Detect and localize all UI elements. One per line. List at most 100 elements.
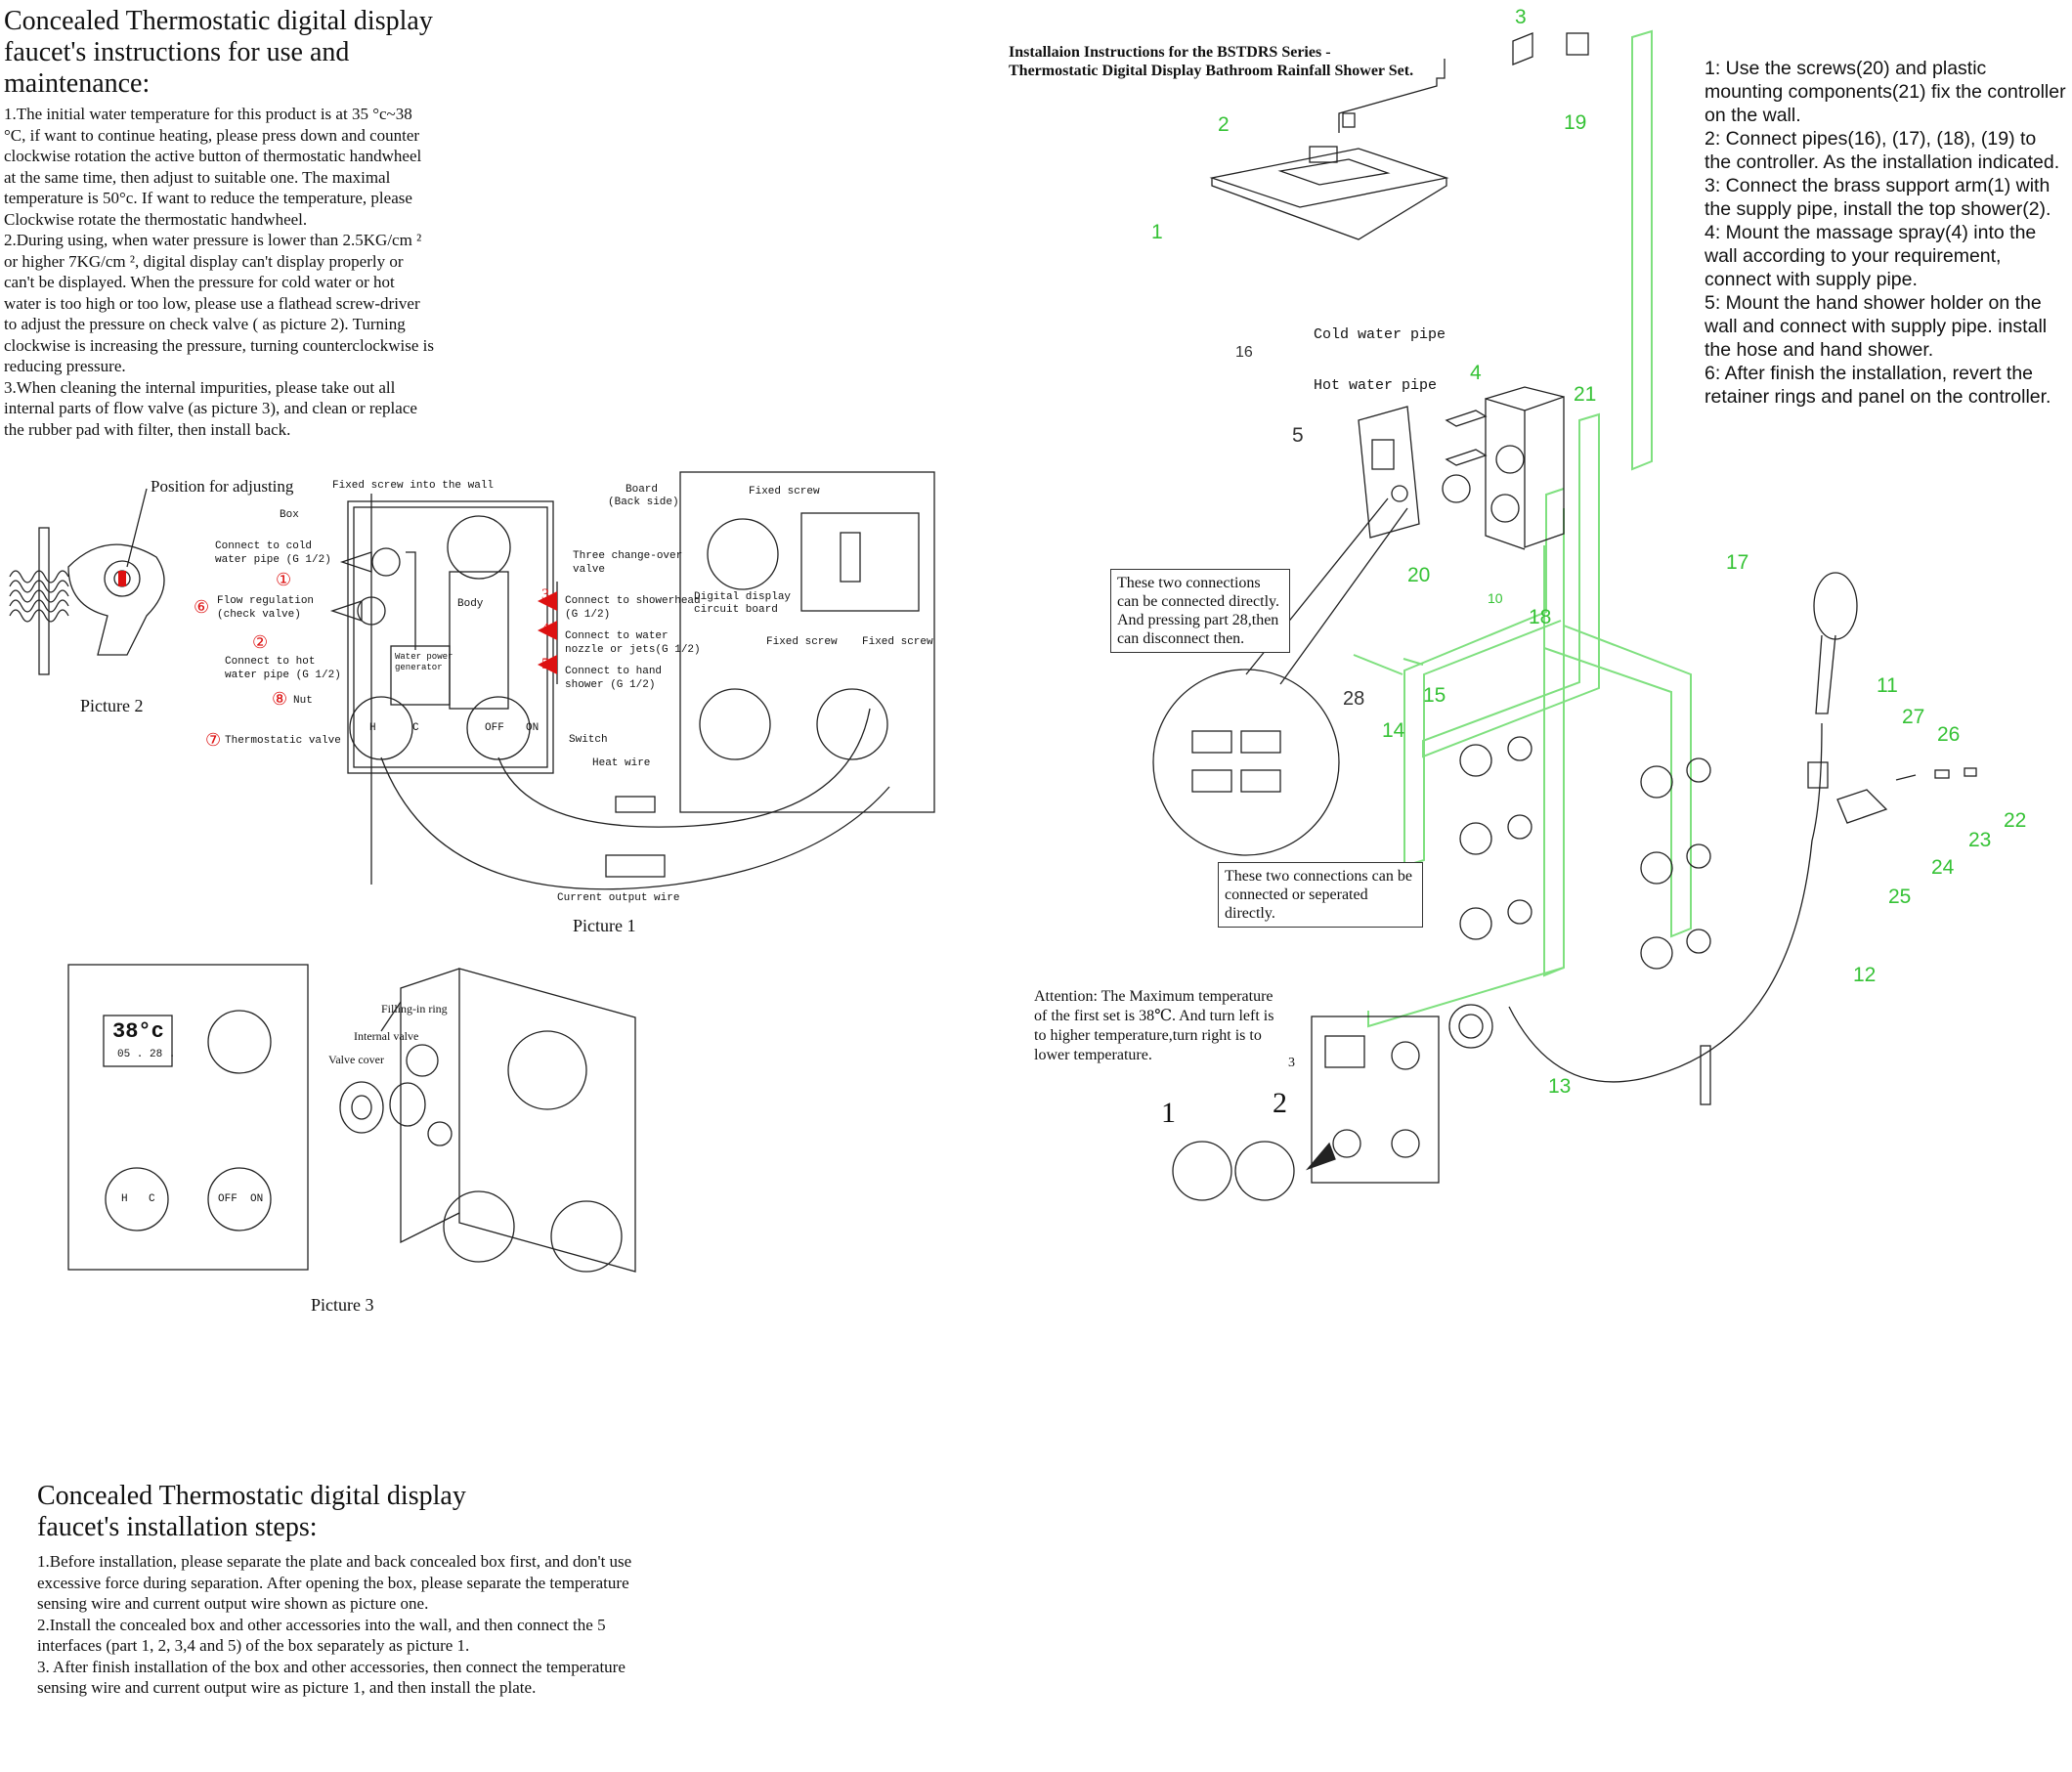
install-step-3: 3: Connect the brass support arm(1) with… (1705, 175, 2051, 220)
label-fixed-screw-c: Fixed screw (862, 636, 933, 648)
rain-shower-head (1209, 32, 1589, 240)
panel-and-valve-drawing (67, 964, 636, 1273)
label-connect-hot-1: Connect to hot (225, 656, 316, 668)
picture-2-caption: Picture 2 (80, 696, 144, 715)
label-cold-water-pipe: Cold water pipe (1314, 326, 1446, 343)
holder-parts (1836, 767, 1977, 824)
left-paragraph-3: 3.When cleaning the internal impurities,… (4, 377, 417, 439)
label-hot-water-pipe: Hot water pipe (1314, 377, 1438, 394)
label-filling-ring: Filling-in ring (381, 1002, 448, 1016)
label-hand-1: Connect to hand (565, 666, 663, 677)
attention-number-3: 3 (1288, 1056, 1295, 1070)
label-three-change-1: Three change-over (573, 550, 683, 562)
right-header-line-1: Installaion Instructions for the BSTDRS … (1009, 44, 1331, 61)
install-steps-list: 1: Use the screws(20) and plastic mounti… (1705, 57, 2066, 409)
label-fixed-screw-wall: Fixed screw into the wall (332, 480, 495, 492)
num-4: 4 (541, 621, 549, 637)
num-8: ⑧ (272, 689, 288, 709)
picture-1-caption: Picture 1 (573, 916, 636, 935)
connector-detail (1152, 497, 1408, 856)
right-header: Installaion Instructions for the BSTDRS … (1009, 43, 1413, 80)
picture-2: Position for adjusting Picture 2 (0, 469, 313, 723)
num-6: ⑥ (194, 597, 210, 617)
num-5: 5 (541, 656, 549, 672)
label-internal-valve: Internal valve (354, 1029, 419, 1043)
p3-label-c: C (149, 1193, 155, 1205)
label-three-change-2: valve (573, 564, 606, 576)
attention-number-2: 2 (1273, 1087, 1287, 1119)
label-hand-2: shower (G 1/2) (565, 679, 656, 691)
label-nozzle-1: Connect to water (565, 630, 669, 642)
label-digital-2: circuit board (694, 604, 778, 616)
callout-press-28: These two connections can be connected d… (1110, 569, 1290, 653)
install-step-5: 5: Mount the hand shower holder on the w… (1705, 292, 2048, 361)
display-temp: 38°c (112, 1019, 164, 1044)
attention-number-1: 1 (1161, 1097, 1176, 1129)
check-valve-drawing (9, 488, 165, 675)
p3-label-h: H (121, 1193, 128, 1205)
left-paragraph-2: 2.During using, when water pressure is l… (4, 231, 434, 375)
display-date: 05 . 28 . (117, 1049, 176, 1060)
num-3: 3 (541, 586, 549, 603)
label-showerhead-2: (G 1/2) (565, 609, 611, 621)
bottom-title: Concealed Thermostatic digital display f… (37, 1481, 466, 1542)
install-step-6: 6: After finish the installation, revert… (1705, 363, 2051, 408)
label-fixed-screw-b: Fixed screw (766, 636, 838, 648)
label-nozzle-2: nozzle or jets(G 1/2) (565, 644, 701, 656)
label-on: ON (526, 722, 540, 734)
label-body: Body (457, 598, 484, 610)
position-adjust-label: Position for adjusting (151, 477, 294, 496)
label-box: Box (280, 509, 299, 521)
label-thermostatic-valve: Thermostatic valve (225, 735, 341, 747)
label-off: OFF (485, 722, 504, 734)
label-fixed-screw-top: Fixed screw (749, 486, 820, 497)
left-instructions: Concealed Thermostatic digital display f… (4, 6, 473, 440)
attention-panel (1172, 1016, 1440, 1201)
num-1: ① (276, 570, 292, 589)
massage-sprays (1459, 736, 1711, 970)
attention-note: Attention: The Maximum temperature of th… (1034, 988, 1274, 1063)
label-generator-1: Water power (395, 652, 453, 662)
label-connect-hot-2: water pipe (G 1/2) (225, 670, 341, 681)
p3-label-on: ON (250, 1193, 264, 1205)
install-step-2: 2: Connect pipes(16), (17), (18), (19) t… (1705, 128, 2060, 173)
right-header-line-2: Thermostatic Digital Display Bathroom Ra… (1009, 63, 1414, 79)
supply-pipes (1353, 29, 1692, 1028)
label-valve-cover: Valve cover (328, 1053, 384, 1066)
label-board-1: Board (626, 484, 659, 496)
controller-box-drawing (329, 471, 935, 890)
left-title: Concealed Thermostatic digital display f… (4, 6, 433, 99)
label-flow-reg-2: (check valve) (217, 609, 301, 621)
label-switch: Switch (569, 734, 608, 746)
install-step-4: 4: Mount the massage spray(4) into the w… (1705, 222, 2037, 290)
label-board-2: (Back side) (608, 497, 679, 508)
cover-plate (1358, 406, 1420, 539)
picture-1: Fixed screw into the wall Box Connect to… (186, 464, 948, 943)
picture-3: 38°c 05 . 28 . H C OFF ON Filling-in rin… (59, 963, 704, 1315)
bottom-paragraph-3: 3. After finish installation of the box … (37, 1657, 626, 1698)
label-connect-cold-2: water pipe (G 1/2) (215, 554, 331, 566)
label-digital-1: Digital display (694, 591, 792, 603)
label-current-output: Current output wire (557, 892, 680, 904)
label-h: H (369, 722, 376, 734)
installation-steps-left: Concealed Thermostatic digital display f… (37, 1481, 663, 1699)
label-heat-wire: Heat wire (592, 757, 651, 769)
label-showerhead-1: Connect to showerhead (565, 595, 701, 607)
bottom-paragraph-2: 2.Install the concealed box and other ac… (37, 1615, 606, 1656)
left-paragraph-1: 1.The initial water temperature for this… (4, 105, 422, 229)
label-flow-reg-1: Flow regulation (217, 595, 315, 607)
num-2: ② (252, 632, 269, 652)
label-nut: Nut (293, 695, 313, 707)
num-7: ⑦ (205, 730, 222, 750)
hand-shower (1508, 572, 1858, 1105)
label-generator-2: generator (395, 663, 443, 672)
picture-3-caption: Picture 3 (311, 1295, 374, 1315)
p3-label-off: OFF (218, 1193, 237, 1205)
wall-elbow (1448, 1004, 1493, 1049)
install-step-1: 1: Use the screws(20) and plastic mounti… (1705, 58, 2066, 126)
label-c: C (412, 722, 419, 734)
callout-connections: These two connections can be connected o… (1218, 862, 1423, 928)
thermostatic-controller (1442, 386, 1565, 550)
label-connect-cold-1: Connect to cold (215, 540, 313, 552)
bottom-paragraph-1: 1.Before installation, please separate t… (37, 1552, 632, 1613)
